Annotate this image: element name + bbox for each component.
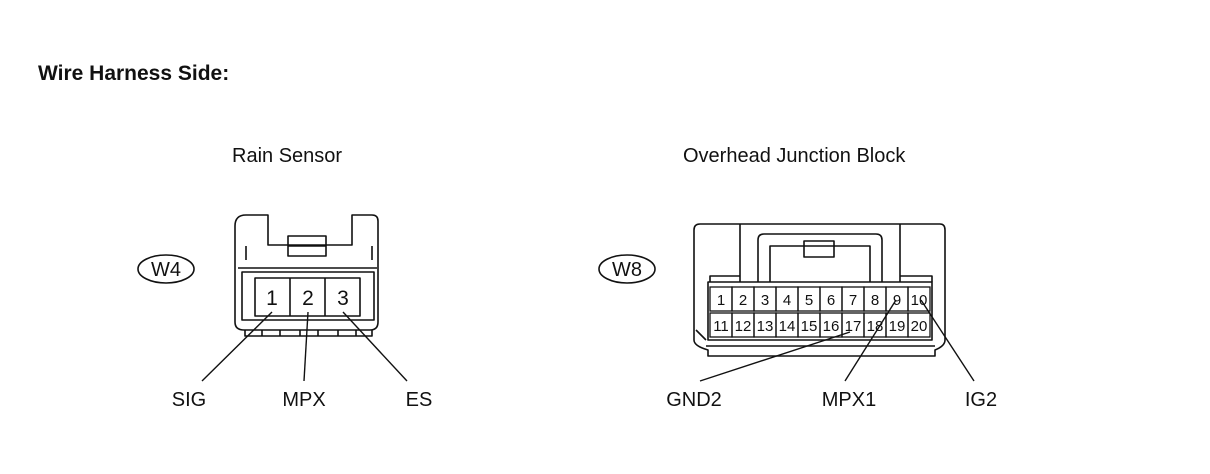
w8-pin-6: 6 — [827, 292, 835, 309]
w8-pin-cell — [907, 312, 931, 338]
w8-leader-lines — [699, 299, 975, 382]
w8-pin-4: 4 — [783, 292, 791, 309]
w8-pin-20: 20 — [911, 318, 928, 335]
w8-pin-8: 8 — [871, 292, 879, 309]
w8-pin-14: 14 — [779, 318, 796, 335]
connector-w4-body — [234, 214, 379, 331]
w4-tag-oval — [137, 254, 195, 284]
w8-pin-5: 5 — [805, 292, 813, 309]
w4-pin-3: 3 — [337, 287, 349, 310]
w8-pin-13: 13 — [757, 318, 774, 335]
w8-pin-10: 10 — [911, 292, 928, 309]
w4-signal-es: ES — [406, 389, 433, 411]
junction-block-title: Overhead Junction Block — [683, 145, 906, 167]
w8-pin-12: 12 — [735, 318, 752, 335]
w8-pin-18: 18 — [867, 318, 884, 335]
w8-tag-oval — [598, 254, 656, 284]
w8-pin-16: 16 — [823, 318, 840, 335]
w8-tag-label: W8 — [612, 259, 642, 281]
w8-pin-2: 2 — [739, 292, 747, 309]
w4-pin-1: 1 — [266, 287, 278, 310]
w8-signal-mpx1: MPX1 — [822, 389, 876, 411]
w8-pin-1: 1 — [717, 292, 725, 309]
w8-signal-gnd2: GND2 — [666, 389, 722, 411]
rain-sensor-title: Rain Sensor — [232, 145, 343, 167]
w4-signal-mpx: MPX — [282, 389, 325, 411]
w4-leader-lines — [201, 311, 408, 382]
connector-w8 — [693, 223, 946, 357]
w4-pin-2: 2 — [302, 287, 314, 310]
w8-signal-ig2: IG2 — [965, 389, 997, 411]
w8-pin-3: 3 — [761, 292, 769, 309]
page-heading: Wire Harness Side: — [38, 62, 230, 85]
w8-pin-9: 9 — [893, 292, 901, 309]
connector-w4 — [234, 214, 379, 337]
w8-pin-grid — [709, 286, 931, 338]
w8-pin-cell — [907, 286, 931, 312]
w8-pin-15: 15 — [801, 318, 818, 335]
w8-pin-17: 17 — [845, 318, 862, 335]
w4-tag-label: W4 — [151, 259, 181, 281]
w8-pin-19: 19 — [889, 318, 906, 335]
w4-signal-sig: SIG — [172, 389, 206, 411]
connector-w8-body — [693, 223, 946, 357]
w8-pin-7: 7 — [849, 292, 857, 309]
w8-pin-11: 11 — [713, 318, 729, 335]
